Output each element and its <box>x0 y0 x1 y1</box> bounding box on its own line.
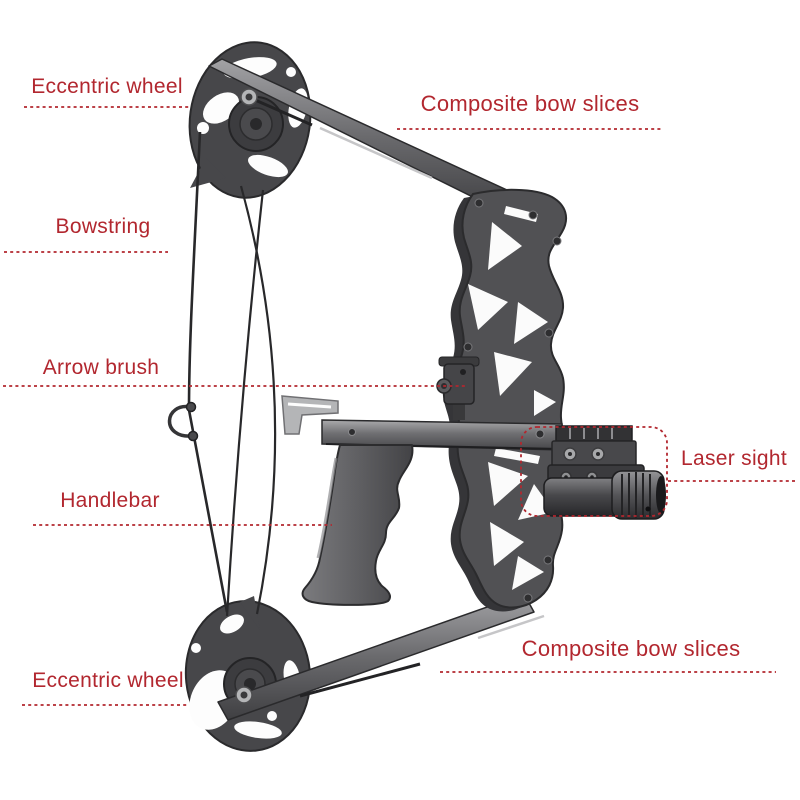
label-eccentric-wheel-bottom: Eccentric wheel <box>32 669 184 692</box>
label-composite-bow-slices-top: Composite bow slices <box>420 91 640 116</box>
label-composite-bow-slices-bottom: Composite bow slices <box>521 636 741 661</box>
label-handlebar: Handlebar <box>60 489 160 512</box>
laser-sight <box>543 425 666 520</box>
bottom-limb <box>217 593 545 721</box>
label-arrow-brush: Arrow brush <box>42 356 160 379</box>
label-laser-sight: Laser sight <box>680 447 788 470</box>
label-bowstring: Bowstring <box>55 215 151 238</box>
string-d-loop <box>167 401 199 442</box>
handlebar-assembly <box>281 395 563 606</box>
label-eccentric-wheel-top: Eccentric wheel <box>31 75 183 98</box>
bowstring-strings <box>187 131 277 617</box>
handlebar-grip <box>301 444 414 606</box>
